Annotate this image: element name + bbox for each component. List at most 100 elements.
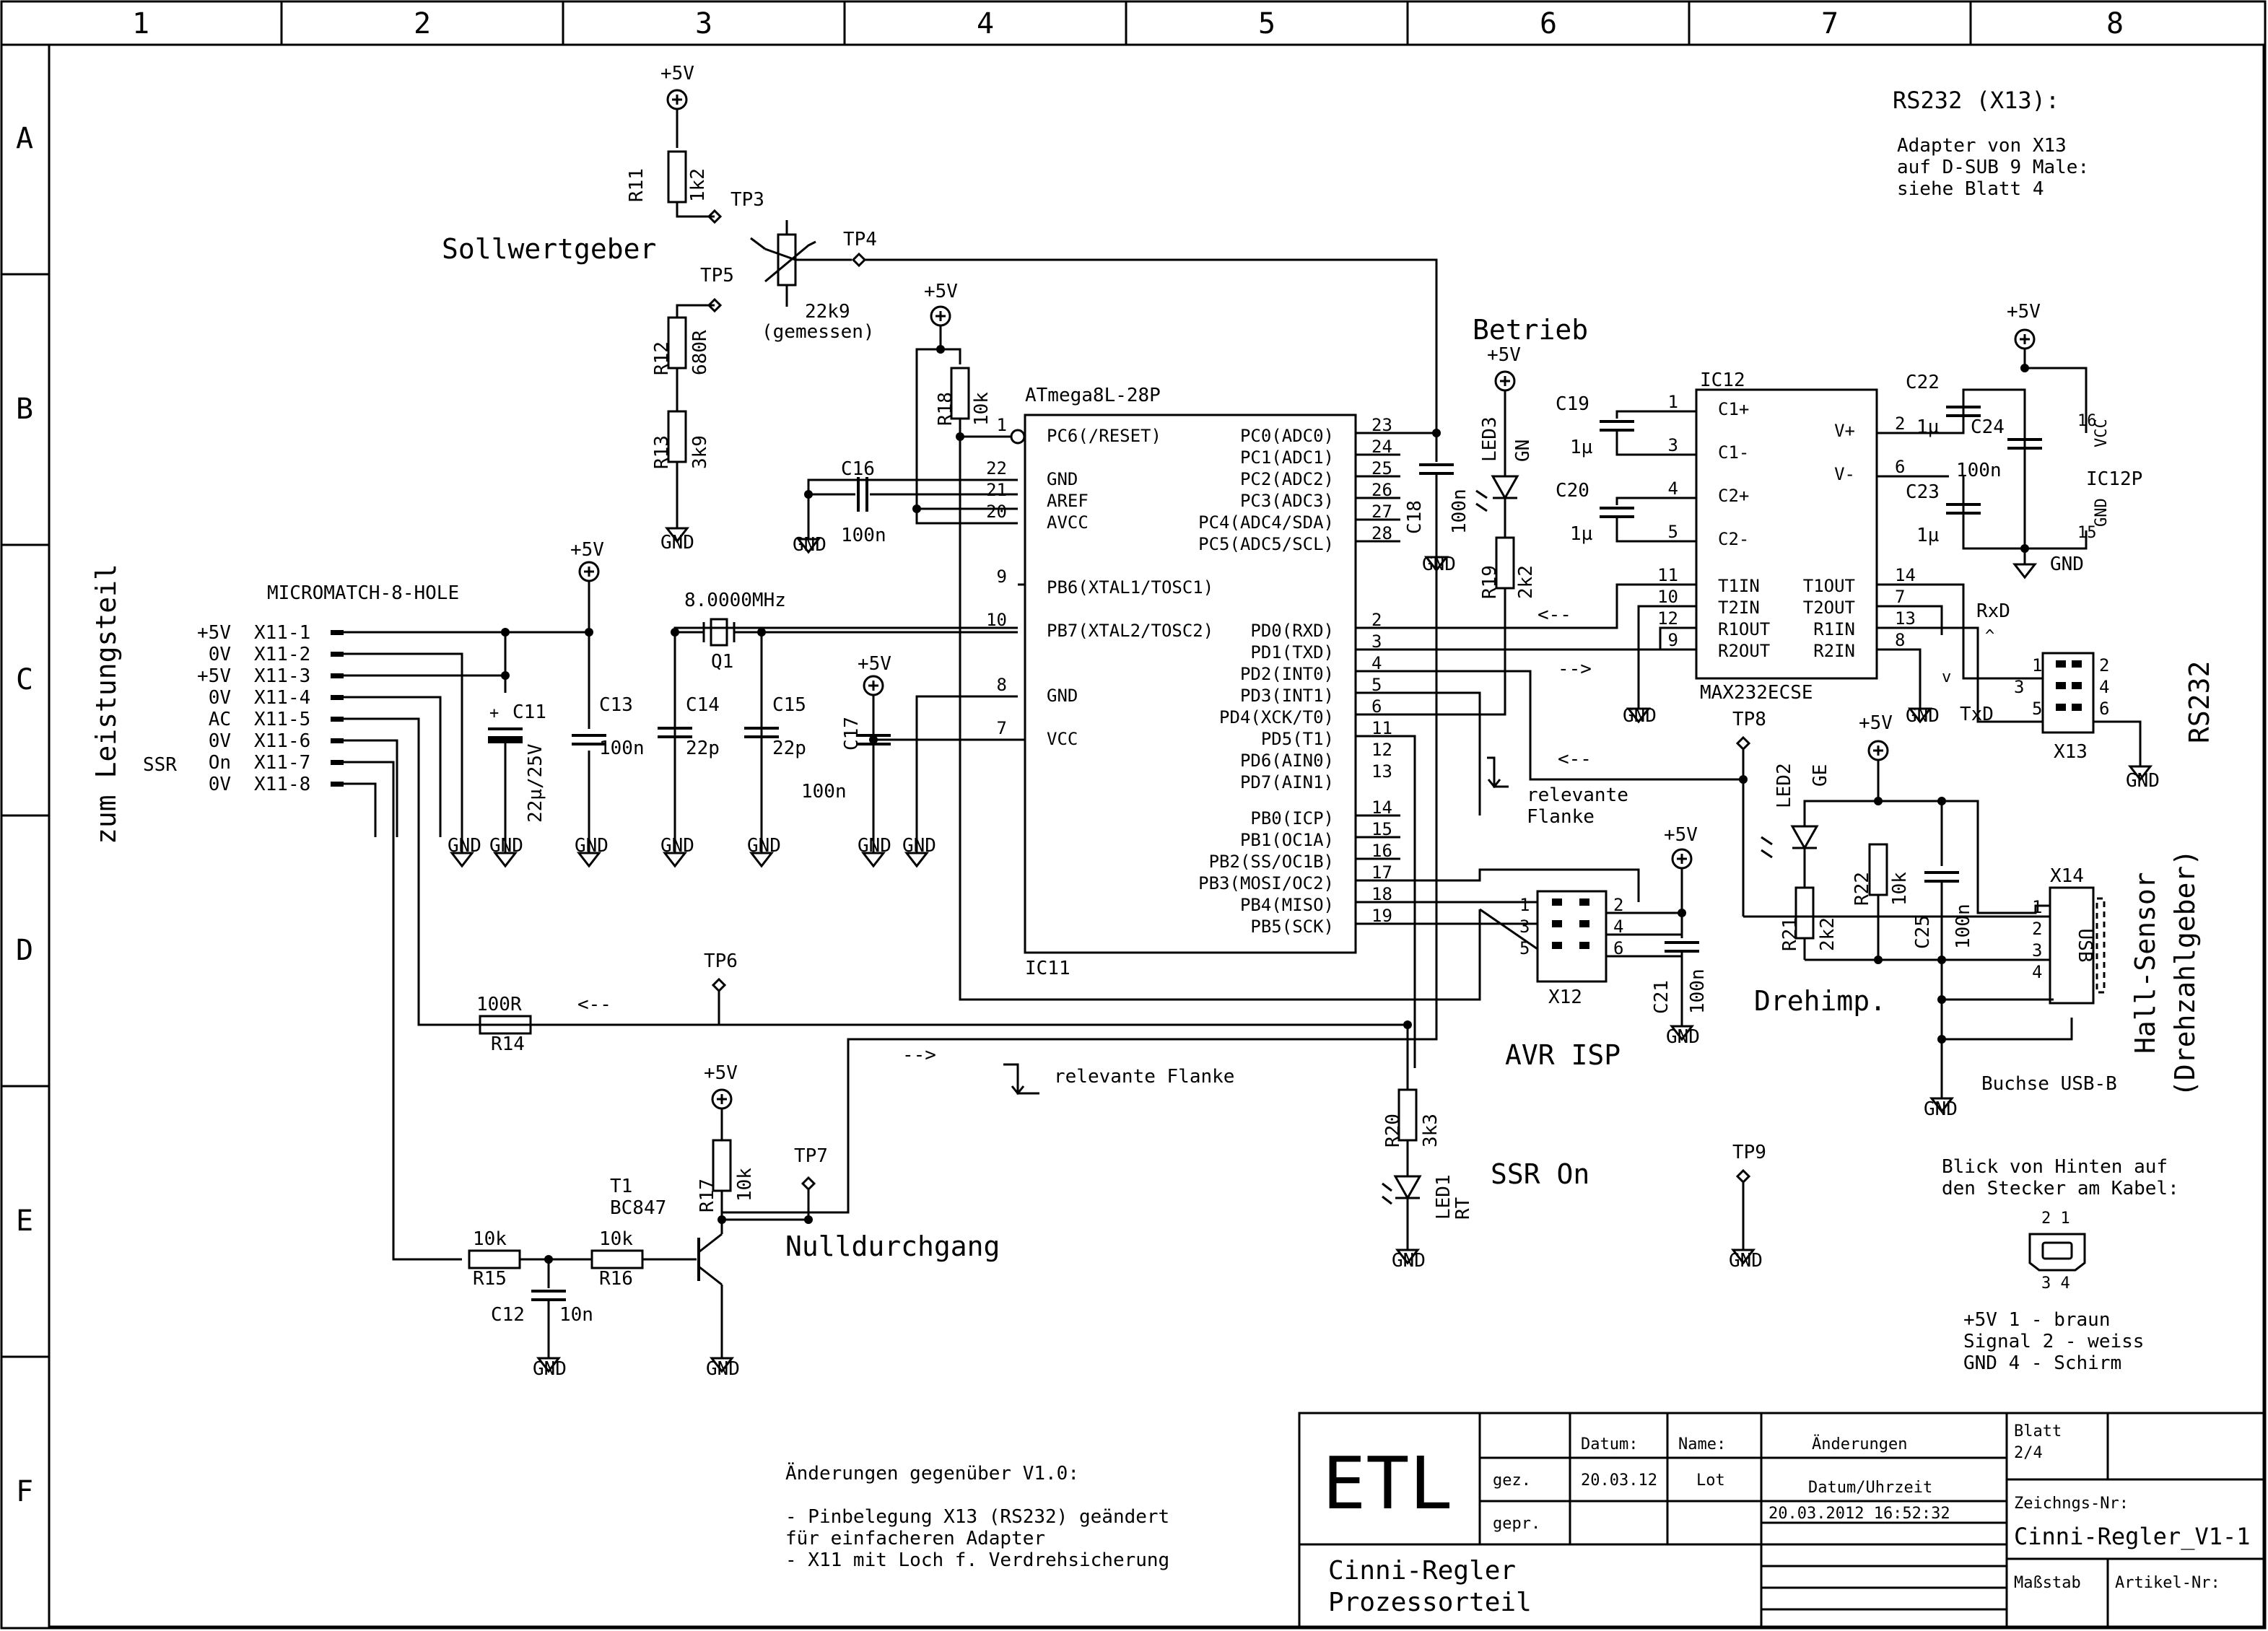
betrieb-label: Betrieb	[1473, 314, 1588, 346]
arrow-label: ^	[1985, 627, 1994, 645]
x11-pin: X11-1	[254, 622, 310, 644]
max-pin-name: V+	[1834, 421, 1855, 441]
q1-value: 8.0000MHz	[684, 590, 786, 611]
gnd-label: GND	[1623, 705, 1657, 727]
mcu-pin-name: PB2(SS/OC1B)	[1209, 852, 1334, 872]
x13-pin: 4	[2099, 677, 2109, 697]
tp4-label: TP4	[843, 229, 877, 250]
mcu-pin-name: PC3(ADC3)	[1240, 491, 1334, 511]
x11-signal: 0V	[209, 774, 231, 795]
mcu-pin-name: PC1(ADC1)	[1240, 447, 1334, 468]
mcu-pin-name: PC2(ADC2)	[1240, 469, 1334, 489]
c15-value: 22p	[772, 738, 806, 759]
gnd-label: GND	[660, 835, 694, 857]
mcu-pin-num: 11	[1371, 718, 1392, 738]
led3-value: GN	[1512, 440, 1534, 462]
r15-value: 10k	[473, 1228, 507, 1250]
x14-pin: 4	[2032, 962, 2042, 982]
mcu-pin-num: 6	[1371, 696, 1382, 717]
q1-ref: Q1	[711, 651, 733, 673]
mcu-pin-num: 27	[1371, 502, 1392, 522]
x12-pin: 3	[1519, 917, 1530, 937]
r22-value: 10k	[1889, 872, 1911, 906]
c13-value: 100n	[599, 738, 645, 759]
x11-pin: X11-6	[254, 730, 310, 752]
row-label: A	[16, 122, 33, 155]
flanke-label: Flanke	[1527, 806, 1595, 828]
mcu-pin-name: PB6(XTAL1/TOSC1)	[1047, 577, 1213, 598]
gnd-label: GND	[858, 835, 891, 857]
mcu-pin-num: 4	[1371, 653, 1382, 673]
tp7-label: TP7	[794, 1145, 828, 1167]
mcu-pin-num: 22	[986, 458, 1007, 478]
c17-ref: C17	[841, 717, 863, 751]
c25-ref: C25	[1912, 915, 1934, 949]
c20-value: 1µ	[1570, 523, 1592, 545]
mcu-pin-name: PD4(XCK/T0)	[1219, 707, 1334, 727]
mcu-pin-num: 28	[1371, 523, 1392, 543]
led1-value: RT	[1452, 1197, 1474, 1220]
etl-logo: ETL	[1322, 1441, 1453, 1526]
led2-ref: LED2	[1774, 763, 1795, 808]
changes-title: Änderungen gegenüber V1.0:	[785, 1461, 1079, 1484]
blatt-label: Blatt	[2014, 1422, 2062, 1440]
r21-value: 2k2	[1817, 917, 1839, 951]
mcu-pin-name: GND	[1047, 686, 1078, 706]
mcu-pin-name: PC0(ADC0)	[1240, 426, 1334, 446]
x11-wiring	[344, 589, 1408, 1261]
rs232-side-label: RS232	[2184, 661, 2215, 743]
led3-betrieb: Betrieb +5V LED3 GN R19 2k2 <-- -->	[1356, 314, 1592, 716]
gnd-label: GND	[448, 835, 481, 857]
gnd-label: GND	[747, 835, 781, 857]
r14-ref: R14	[491, 1033, 525, 1055]
gnd-label: GND	[575, 835, 609, 857]
pot-value: 22k9	[805, 301, 850, 323]
vcc-label: +5V	[2007, 301, 2041, 323]
mcu-pin-name: GND	[1047, 469, 1078, 489]
aenderungen-header: Änderungen	[1812, 1435, 1907, 1453]
hall-sensor-input: TP8 <-- relevante Flanke +5V GND LED2 GE…	[1487, 709, 2073, 1120]
x11-pin: X11-2	[254, 644, 310, 665]
mcu-pin-name: PD6(AIN0)	[1240, 751, 1334, 771]
mcu-pin-name: PB1(OC1A)	[1240, 830, 1334, 850]
x12-pin: 4	[1613, 917, 1623, 937]
r22-ref: R22	[1852, 872, 1873, 906]
x11-pin: X11-4	[254, 687, 310, 709]
setpoint-network: +5V R11 1k2 TP3 TP4 22k9 (gemessen) Soll…	[442, 63, 1438, 554]
mcu-pin-num: 19	[1371, 906, 1392, 926]
x11-gnd-labels: GND GND	[448, 835, 523, 857]
c12-value: 10n	[559, 1304, 593, 1326]
tp5-label: TP5	[700, 265, 734, 287]
c14-value: 22p	[686, 738, 720, 759]
tp8-label: TP8	[1732, 709, 1766, 730]
x12-pin: 6	[1613, 938, 1623, 958]
max-pin-name: V-	[1834, 464, 1855, 484]
usb-pin-line: Signal 2 - weiss	[1963, 1331, 2144, 1352]
x14-pin: 2	[2032, 919, 2042, 939]
frame-column-labels: 1 2 3 4 5 6 7 8	[132, 7, 2124, 40]
max-pin-name: R1IN	[1813, 619, 1855, 639]
r14-network: 100R R14 <-- TP6	[476, 950, 1412, 1055]
gnd-label: GND	[1422, 554, 1456, 575]
led1-ssr-on: R20 3k3 GND LED1 RT SSR On	[722, 541, 1589, 1272]
mcu-pin-num: 18	[1371, 884, 1392, 904]
max-pin-name: T2OUT	[1803, 598, 1855, 618]
mcu-pin-name: PD2(INT0)	[1240, 664, 1334, 684]
r12-value: 680R	[689, 330, 711, 375]
mcu-pin-num: 17	[1371, 862, 1392, 883]
r14-value: 100R	[476, 994, 522, 1015]
vcc-label: +5V	[1487, 344, 1521, 366]
tp9-label: TP9	[1732, 1142, 1766, 1163]
serial-wires: GND	[1356, 583, 1747, 1068]
r18-value: 10k	[971, 392, 993, 426]
max-pin-num: 7	[1895, 587, 1905, 607]
mcu-ic11: ATmega8L-28P IC11 PC6(/RESET) GND AREF A…	[986, 385, 1400, 979]
c18-value: 100n	[1449, 489, 1470, 534]
r20-value: 3k3	[1420, 1114, 1442, 1147]
charge-pump-caps: C19 1µ C20 1µ	[1556, 393, 1682, 545]
x12-pin: 5	[1519, 938, 1530, 958]
c24-value: 100n	[1956, 460, 2002, 481]
mcu-pin-name: PD0(RXD)	[1250, 621, 1334, 641]
mcu-pin-name: AREF	[1047, 491, 1089, 511]
relevante-label: relevante	[1527, 784, 1628, 806]
